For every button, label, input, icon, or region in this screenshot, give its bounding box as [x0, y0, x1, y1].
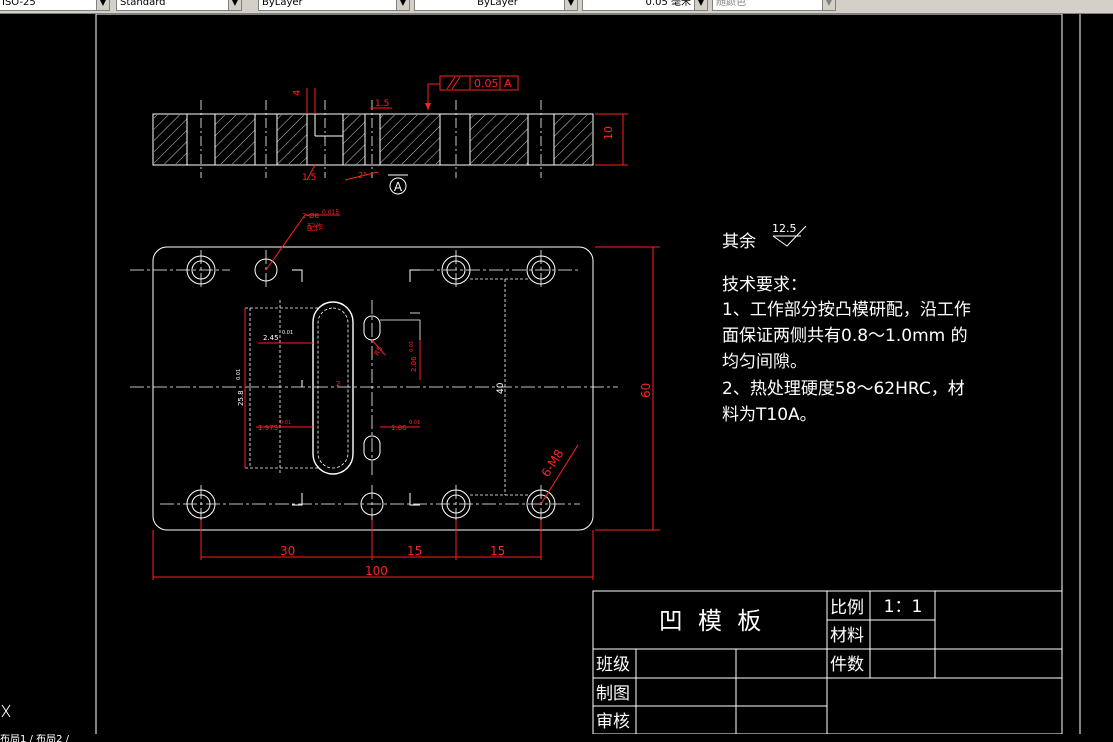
color-value: ByLayer — [262, 0, 303, 8]
chevron-down-icon: ▼ — [822, 0, 835, 10]
review-label: 审核 — [596, 712, 630, 732]
notes-line1: 1、工作部分按凸模研配，沿工作 — [722, 300, 971, 320]
dim-small-r: R5 — [373, 345, 385, 357]
ucs-icon — [1, 704, 11, 718]
dim-width: 100 — [365, 564, 388, 578]
dim-left-low-tol: 0.01 — [280, 420, 291, 426]
roughness-icon — [772, 225, 807, 247]
part-name: 凹 模 板 — [659, 607, 762, 635]
plan-dimensions — [152, 214, 660, 580]
dim-thickness: 10 — [602, 126, 615, 140]
dim-slot-height-tol: 0.01 — [236, 369, 242, 380]
roughness-prefix: 其余 — [722, 232, 756, 252]
dim-inner-height: 40 — [496, 382, 506, 394]
thread-label: 6-M8 — [539, 447, 567, 480]
layout-tabs-bar: 布局1 / 布局2 / — [0, 734, 1113, 742]
dim-angle: 2° — [358, 171, 367, 180]
roughness-value: 12.5 — [772, 222, 797, 235]
dim-slot-width: 2.45 — [263, 334, 279, 342]
dim-slot-height: 25.8 — [237, 390, 245, 406]
dim-x1: 30 — [280, 544, 295, 558]
dim-right-vert-tol: 0.01 — [409, 341, 415, 352]
material-label: 材料 — [830, 626, 864, 646]
dim-small-c: 2 — [336, 380, 340, 388]
layout-tabs[interactable]: 布局1 / 布局2 / — [0, 734, 69, 742]
dim-x2: 15 — [407, 544, 422, 558]
datum-label: A — [394, 180, 403, 194]
hole-tol: 0.015 — [322, 209, 339, 216]
dim-left-low: 1.975 — [258, 424, 278, 432]
plan-view — [130, 246, 618, 531]
notes-line2: 面保证两侧共有0.8～1.0mm 的 — [722, 326, 968, 346]
tolerance-value: 0.05 — [474, 77, 499, 90]
dim-right-vert: 2.06 — [410, 356, 418, 372]
dim-small-top: 1.5 — [375, 99, 389, 109]
scale-label: 比例 — [830, 598, 864, 618]
notes-heading: 技术要求： — [722, 275, 807, 295]
drawn-label: 制图 — [596, 684, 630, 704]
title-block: 凹 模 板 比例 1：1 材料 件数 班级 制图 审核 — [592, 590, 1063, 734]
dim-depth: 4 — [292, 90, 303, 96]
text-style-dropdown[interactable]: ISO-25 ▼ — [0, 0, 110, 11]
dim-right-low: 1.06 — [391, 424, 407, 432]
chevron-down-icon: ▼ — [564, 0, 577, 10]
dim-style-value: Standard — [120, 0, 166, 8]
lineweight-value: 0.05 毫米 — [645, 0, 691, 8]
hole-note: 配作 — [307, 222, 323, 232]
plot-style-dropdown[interactable]: 随颜色 ▼ — [712, 0, 836, 11]
section-view — [152, 100, 594, 178]
class-label: 班级 — [596, 655, 630, 675]
tolerance-datum: A — [504, 77, 512, 90]
notes-line5: 料为T10A。 — [722, 405, 817, 425]
linetype-value: ByLayer — [477, 0, 518, 8]
plot-style-value: 随颜色 — [716, 0, 746, 8]
hole-label: 2-Ø8 — [302, 212, 319, 220]
notes-line3: 均匀间隙。 — [722, 352, 807, 372]
chevron-down-icon: ▼ — [396, 0, 409, 10]
notes-line4: 2、热处理硬度58～62HRC，材 — [722, 379, 965, 399]
chevron-down-icon: ▼ — [96, 0, 109, 10]
text-style-value: ISO-25 — [2, 0, 36, 8]
drawing-canvas[interactable]: 0.05 A 10 4 1.5 1.5 2° A — [0, 14, 1113, 734]
lineweight-dropdown[interactable]: 0.05 毫米 ▼ — [582, 0, 708, 11]
datum-circle — [389, 177, 407, 195]
color-dropdown[interactable]: ByLayer ▼ — [258, 0, 410, 11]
technical-notes: 其余 12.5 技术要求： 1、工作部分按凸模研配，沿工作 面保证两侧共有0.8… — [722, 222, 971, 425]
dim-slot-width-tol: 0.01 — [282, 330, 293, 336]
chevron-down-icon: ▼ — [228, 0, 241, 10]
dim-right-low-tol: 0.01 — [409, 420, 420, 426]
dim-x3: 15 — [490, 544, 505, 558]
linetype-dropdown[interactable]: ByLayer ▼ — [414, 0, 578, 11]
properties-toolbar: ISO-25 ▼ Standard ▼ ByLayer ▼ ByLayer ▼ … — [0, 0, 1113, 14]
chevron-down-icon: ▼ — [694, 0, 707, 10]
scale-value: 1：1 — [884, 597, 923, 617]
dim-height: 60 — [639, 383, 653, 398]
quantity-label: 件数 — [830, 655, 864, 675]
dim-style-dropdown[interactable]: Standard ▼ — [116, 0, 242, 11]
dim-small-bottom: 1.5 — [302, 173, 316, 183]
section-dimensions — [306, 75, 628, 181]
